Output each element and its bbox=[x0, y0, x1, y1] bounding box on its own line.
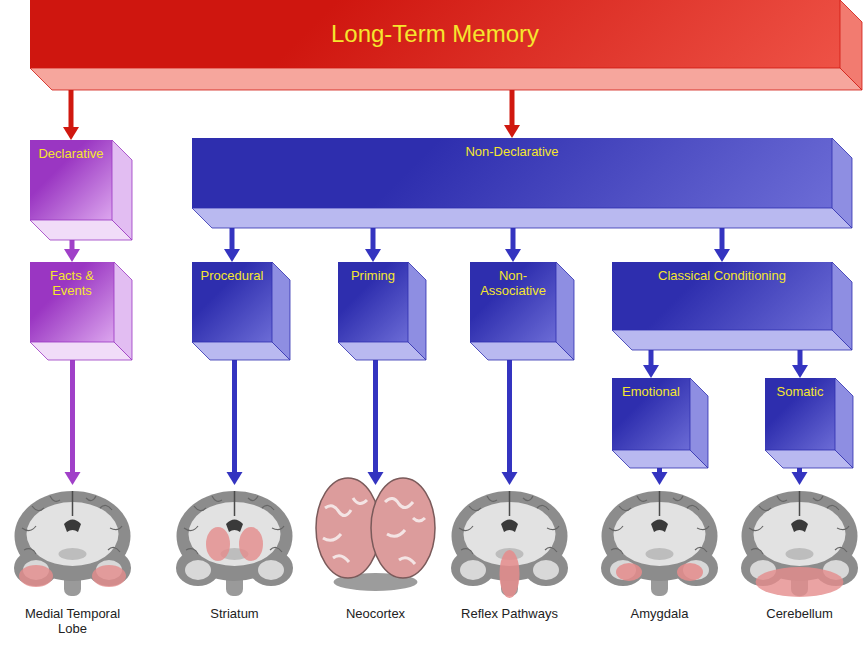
region-label: Medial Temporal Lobe bbox=[10, 607, 135, 637]
arrow-head bbox=[365, 249, 381, 262]
memory-box: Long-Term Memory bbox=[30, 0, 840, 68]
arrow-head bbox=[65, 472, 81, 485]
memory-box: Declarative bbox=[30, 140, 112, 220]
box-label: Procedural bbox=[201, 269, 264, 284]
box-bottom-face bbox=[612, 450, 708, 468]
memory-box: Non-Associative bbox=[470, 262, 556, 342]
memory-box: Classical Conditioning bbox=[612, 262, 832, 330]
box-label: Classical Conditioning bbox=[658, 269, 786, 284]
arrow-shaft bbox=[373, 342, 378, 473]
box-label: Declarative bbox=[38, 147, 103, 162]
arrow-head bbox=[505, 249, 521, 262]
brain-posterior-view bbox=[316, 478, 435, 591]
brain-slice bbox=[451, 491, 568, 598]
arrow-connector bbox=[65, 342, 81, 485]
arrow-head bbox=[643, 365, 659, 378]
box-label: Priming bbox=[351, 269, 395, 284]
arrow-head bbox=[63, 127, 79, 140]
box-label: Emotional bbox=[622, 385, 680, 400]
arrow-connector bbox=[502, 342, 518, 485]
arrow-head bbox=[792, 365, 808, 378]
brain-region: Reflex Pathways bbox=[447, 485, 572, 650]
region-label: Cerebellum bbox=[766, 607, 832, 622]
box-bottom-face bbox=[192, 208, 852, 228]
brain-region: Striatum bbox=[172, 485, 297, 650]
memory-box: Priming bbox=[338, 262, 408, 342]
region-label: Reflex Pathways bbox=[461, 607, 558, 622]
region-label: Striatum bbox=[210, 607, 258, 622]
box-bottom-face bbox=[338, 342, 426, 360]
box-label: Non-Declarative bbox=[465, 145, 558, 160]
arrow-head bbox=[792, 472, 808, 485]
brain-slice bbox=[14, 491, 131, 596]
arrow-head bbox=[368, 472, 384, 485]
box-label: Non-Associative bbox=[474, 269, 552, 299]
memory-box: Procedural bbox=[192, 262, 272, 342]
box-bottom-face bbox=[30, 342, 132, 360]
box-label: Somatic bbox=[777, 385, 824, 400]
box-bottom-face bbox=[612, 330, 852, 350]
box-bottom-face bbox=[30, 220, 132, 240]
arrow-connector bbox=[227, 342, 243, 485]
arrow-shaft bbox=[232, 342, 237, 473]
region-label: Neocortex bbox=[346, 607, 405, 622]
arrow-head bbox=[714, 249, 730, 262]
box-bottom-face bbox=[30, 68, 862, 90]
brain-slice bbox=[601, 491, 718, 596]
box-bottom-face bbox=[765, 450, 853, 468]
box-bottom-face bbox=[192, 342, 290, 360]
arrow-head bbox=[504, 125, 520, 138]
memory-box: Non-Declarative bbox=[192, 138, 832, 208]
memory-box: Emotional bbox=[612, 378, 690, 450]
brain-slice bbox=[176, 491, 293, 596]
brain-slice bbox=[741, 491, 858, 597]
memory-box: Facts & Events bbox=[30, 262, 114, 342]
brain-region: Neocortex bbox=[313, 485, 438, 650]
arrow-head bbox=[224, 249, 240, 262]
arrow-connector bbox=[368, 342, 384, 485]
arrow-head bbox=[227, 472, 243, 485]
brain-region: Amygdala bbox=[597, 485, 722, 650]
box-bottom-face bbox=[470, 342, 574, 360]
box-label: Facts & Events bbox=[34, 269, 110, 299]
arrow-head bbox=[652, 472, 668, 485]
box-label: Long-Term Memory bbox=[331, 20, 539, 48]
arrow-shaft bbox=[70, 342, 75, 473]
brain-region: Medial Temporal Lobe bbox=[10, 485, 135, 650]
arrow-head bbox=[502, 472, 518, 485]
memory-box: Somatic bbox=[765, 378, 835, 450]
arrow-head bbox=[64, 249, 80, 262]
region-label: Amygdala bbox=[631, 607, 689, 622]
arrow-shaft bbox=[507, 342, 512, 473]
brain-region: Cerebellum bbox=[737, 485, 862, 650]
